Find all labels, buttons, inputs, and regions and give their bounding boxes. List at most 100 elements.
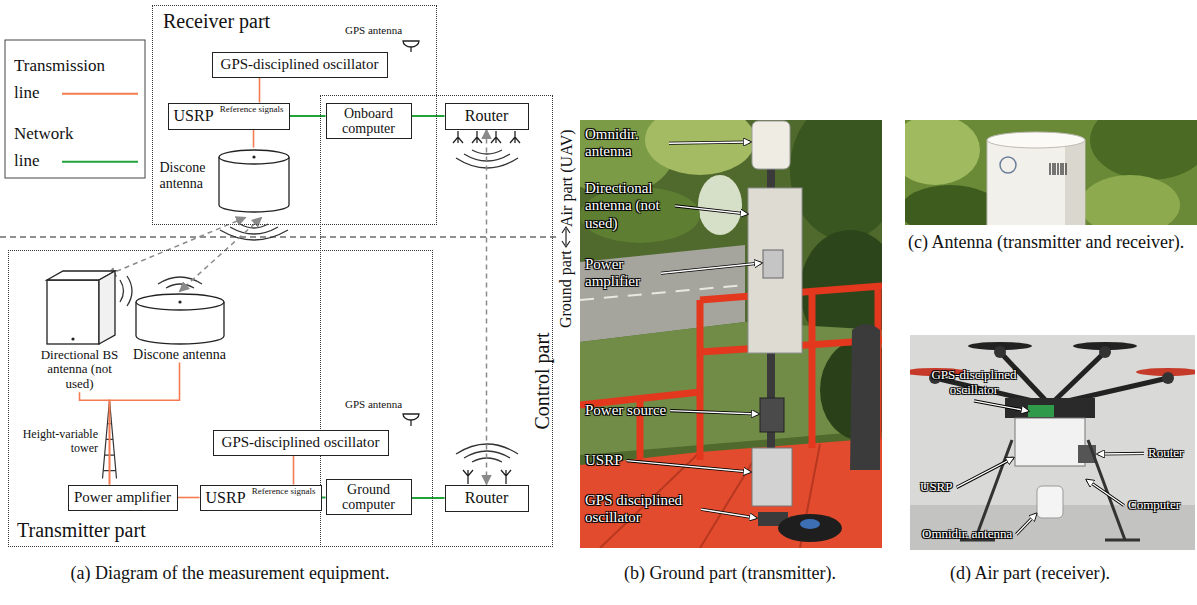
ground-part-photo [580,438,882,548]
photo-callout: Power source [585,402,666,419]
discone-shape [252,155,255,158]
ground-part-photo [645,120,755,175]
ground-part-photo [790,120,882,240]
leader-arrow [701,509,756,518]
leader-arrow [670,411,758,414]
leader-arrow [974,401,1028,411]
transmission-line [253,130,255,148]
usrp-box: USRPReference signals [200,485,322,511]
router-antennas [491,131,501,143]
antenna-photo [1090,120,1197,180]
directional-antenna: Directional BS antenna (not used) [35,268,125,393]
transmission-line [110,363,180,485]
router-antennas [463,470,473,484]
ground-part-photo [580,286,882,460]
legend-sample [62,93,138,95]
photo-callout: USRP [585,452,623,469]
discone-shape [136,294,224,310]
antenna-label: Discone antenna [160,160,214,194]
legend-sample [62,161,138,163]
antenna-note: GPS antenna [345,24,402,37]
ground-part-photo [748,188,802,353]
leader-arrow [1016,514,1036,534]
section-label: Air part (UAV) [557,129,575,226]
gps-antenna-symbol [403,414,419,420]
gps-antenna-symbol [410,420,411,426]
subfigure-caption: (d) Air part (receiver). [905,563,1155,584]
radio-waves [230,227,278,234]
radio-waves [120,280,124,302]
control-part-group: Control partOnboard computerRouterGround… [320,95,553,547]
air-part-photo [1028,405,1054,417]
box-label: Ground computer [332,482,406,513]
antenna-photo [1000,157,1016,173]
air-ground-divider [0,227,570,247]
antenna-label: Discone antenna [127,347,233,363]
leader-arrow [627,461,750,472]
air-part-photo [1099,346,1111,358]
ground-part-photo [752,448,792,506]
ground-part-photo [760,398,784,432]
leader-arrow [1098,453,1144,455]
directional-antenna-shape [99,271,115,344]
ground-part-photo [698,175,742,235]
box-label: GPS-disciplined oscillator [221,56,379,73]
discone-shape [219,150,289,164]
leader-arrow [675,206,747,214]
transmission-line [293,456,295,485]
tower-note: Height-variable tower [14,428,98,456]
discone-shape [219,157,289,212]
leader-arrow [627,461,750,472]
directional-antenna-shape [71,337,74,340]
air-part-photo [1037,486,1063,518]
group-title: Receiver part [163,10,270,32]
section-label: Ground part [557,250,575,328]
ground-part-photo [800,519,820,529]
discone-shape [178,300,181,303]
radio-waves [166,284,194,288]
gps-antenna-symbol [410,47,411,52]
ground-part-photo [752,121,790,169]
leader-arrow [1087,480,1124,505]
leader-arrow [669,142,750,143]
router-antennas [501,470,511,484]
router-antennas [453,131,463,143]
photo-callout: USRP [920,480,953,495]
leader-arrow [1087,480,1124,505]
legend-frame [5,40,145,178]
usrp-box: USRPReference signals [168,103,290,130]
leader-arrow [957,458,1013,487]
leader-arrow [701,509,756,518]
network-line [412,115,445,117]
air-ground-divider [565,229,566,245]
ground-part-photo [778,514,842,542]
leader-arrow [670,411,758,414]
radio-waves [120,150,518,462]
directional-antenna-shape [35,268,125,348]
box-label: GPS-disciplined oscillator [222,434,380,451]
air-ground-divider [0,236,556,237]
leader-arrow [669,142,750,143]
router-box: Router [445,485,529,512]
photo-callout: Omnidir. antenna [922,527,1012,542]
radio-waves [127,276,132,306]
signal-note: Reference signals [252,487,316,497]
discone-shape [216,148,292,214]
computer-box: Ground computer [326,479,412,516]
directional-antenna-shape [47,280,99,344]
air-part-photo [1162,372,1174,384]
wireless-link [107,218,246,276]
legend-label: Network line [14,120,86,174]
antenna-photo [1050,163,1066,175]
signal-note: Reference signals [220,105,284,115]
leader-arrow [675,206,747,214]
oscillator-box: GPS-disciplined oscillator [213,430,389,456]
gps-antenna-symbol [403,41,419,47]
photo-callout: Directional antenna (not used) [585,180,671,232]
subfigure-caption: (a) Diagram of the measurement equipment… [40,563,420,584]
leader-arrow [1098,452,1144,456]
legend-frame [5,40,145,178]
group-title: Transmitter part [17,519,146,541]
subfigure-caption: (c) Antenna (transmitter and receiver). [908,232,1194,253]
antenna-photo [987,132,1085,148]
